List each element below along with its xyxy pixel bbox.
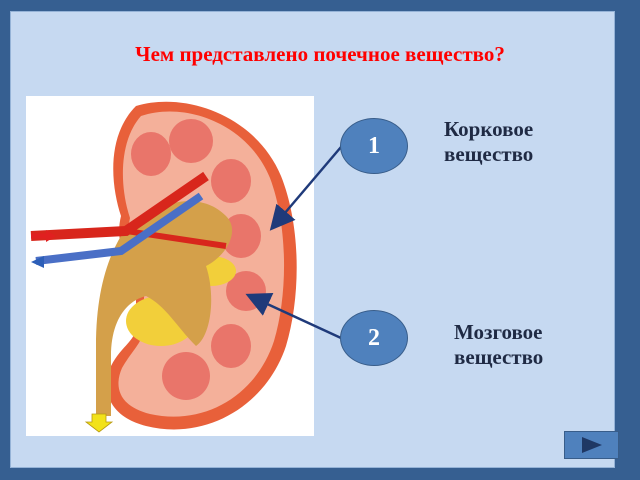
arrow-2-line <box>245 293 342 340</box>
callout-label-1-line1: Корковое <box>444 117 534 141</box>
callout-label-1-line2: вещество <box>444 142 534 166</box>
slide-title: Чем представлено почечное вещество? <box>135 42 505 66</box>
callout-badge-2[interactable]: 2 <box>340 310 408 366</box>
kidney-illustration <box>30 101 297 433</box>
kidney-image <box>26 96 314 436</box>
arrow-1-line <box>269 146 342 231</box>
callout-label-2-line2: вещество <box>454 345 544 369</box>
callout-badge-1[interactable]: 1 <box>340 118 408 174</box>
next-slide-button[interactable] <box>564 431 619 459</box>
callout-label-2: Мозговое вещество <box>454 320 543 370</box>
callout-label-2-line1: Мозговое <box>454 320 543 344</box>
callout-label-1: Корковое вещество <box>444 117 533 167</box>
play-triangle-icon <box>581 437 602 453</box>
